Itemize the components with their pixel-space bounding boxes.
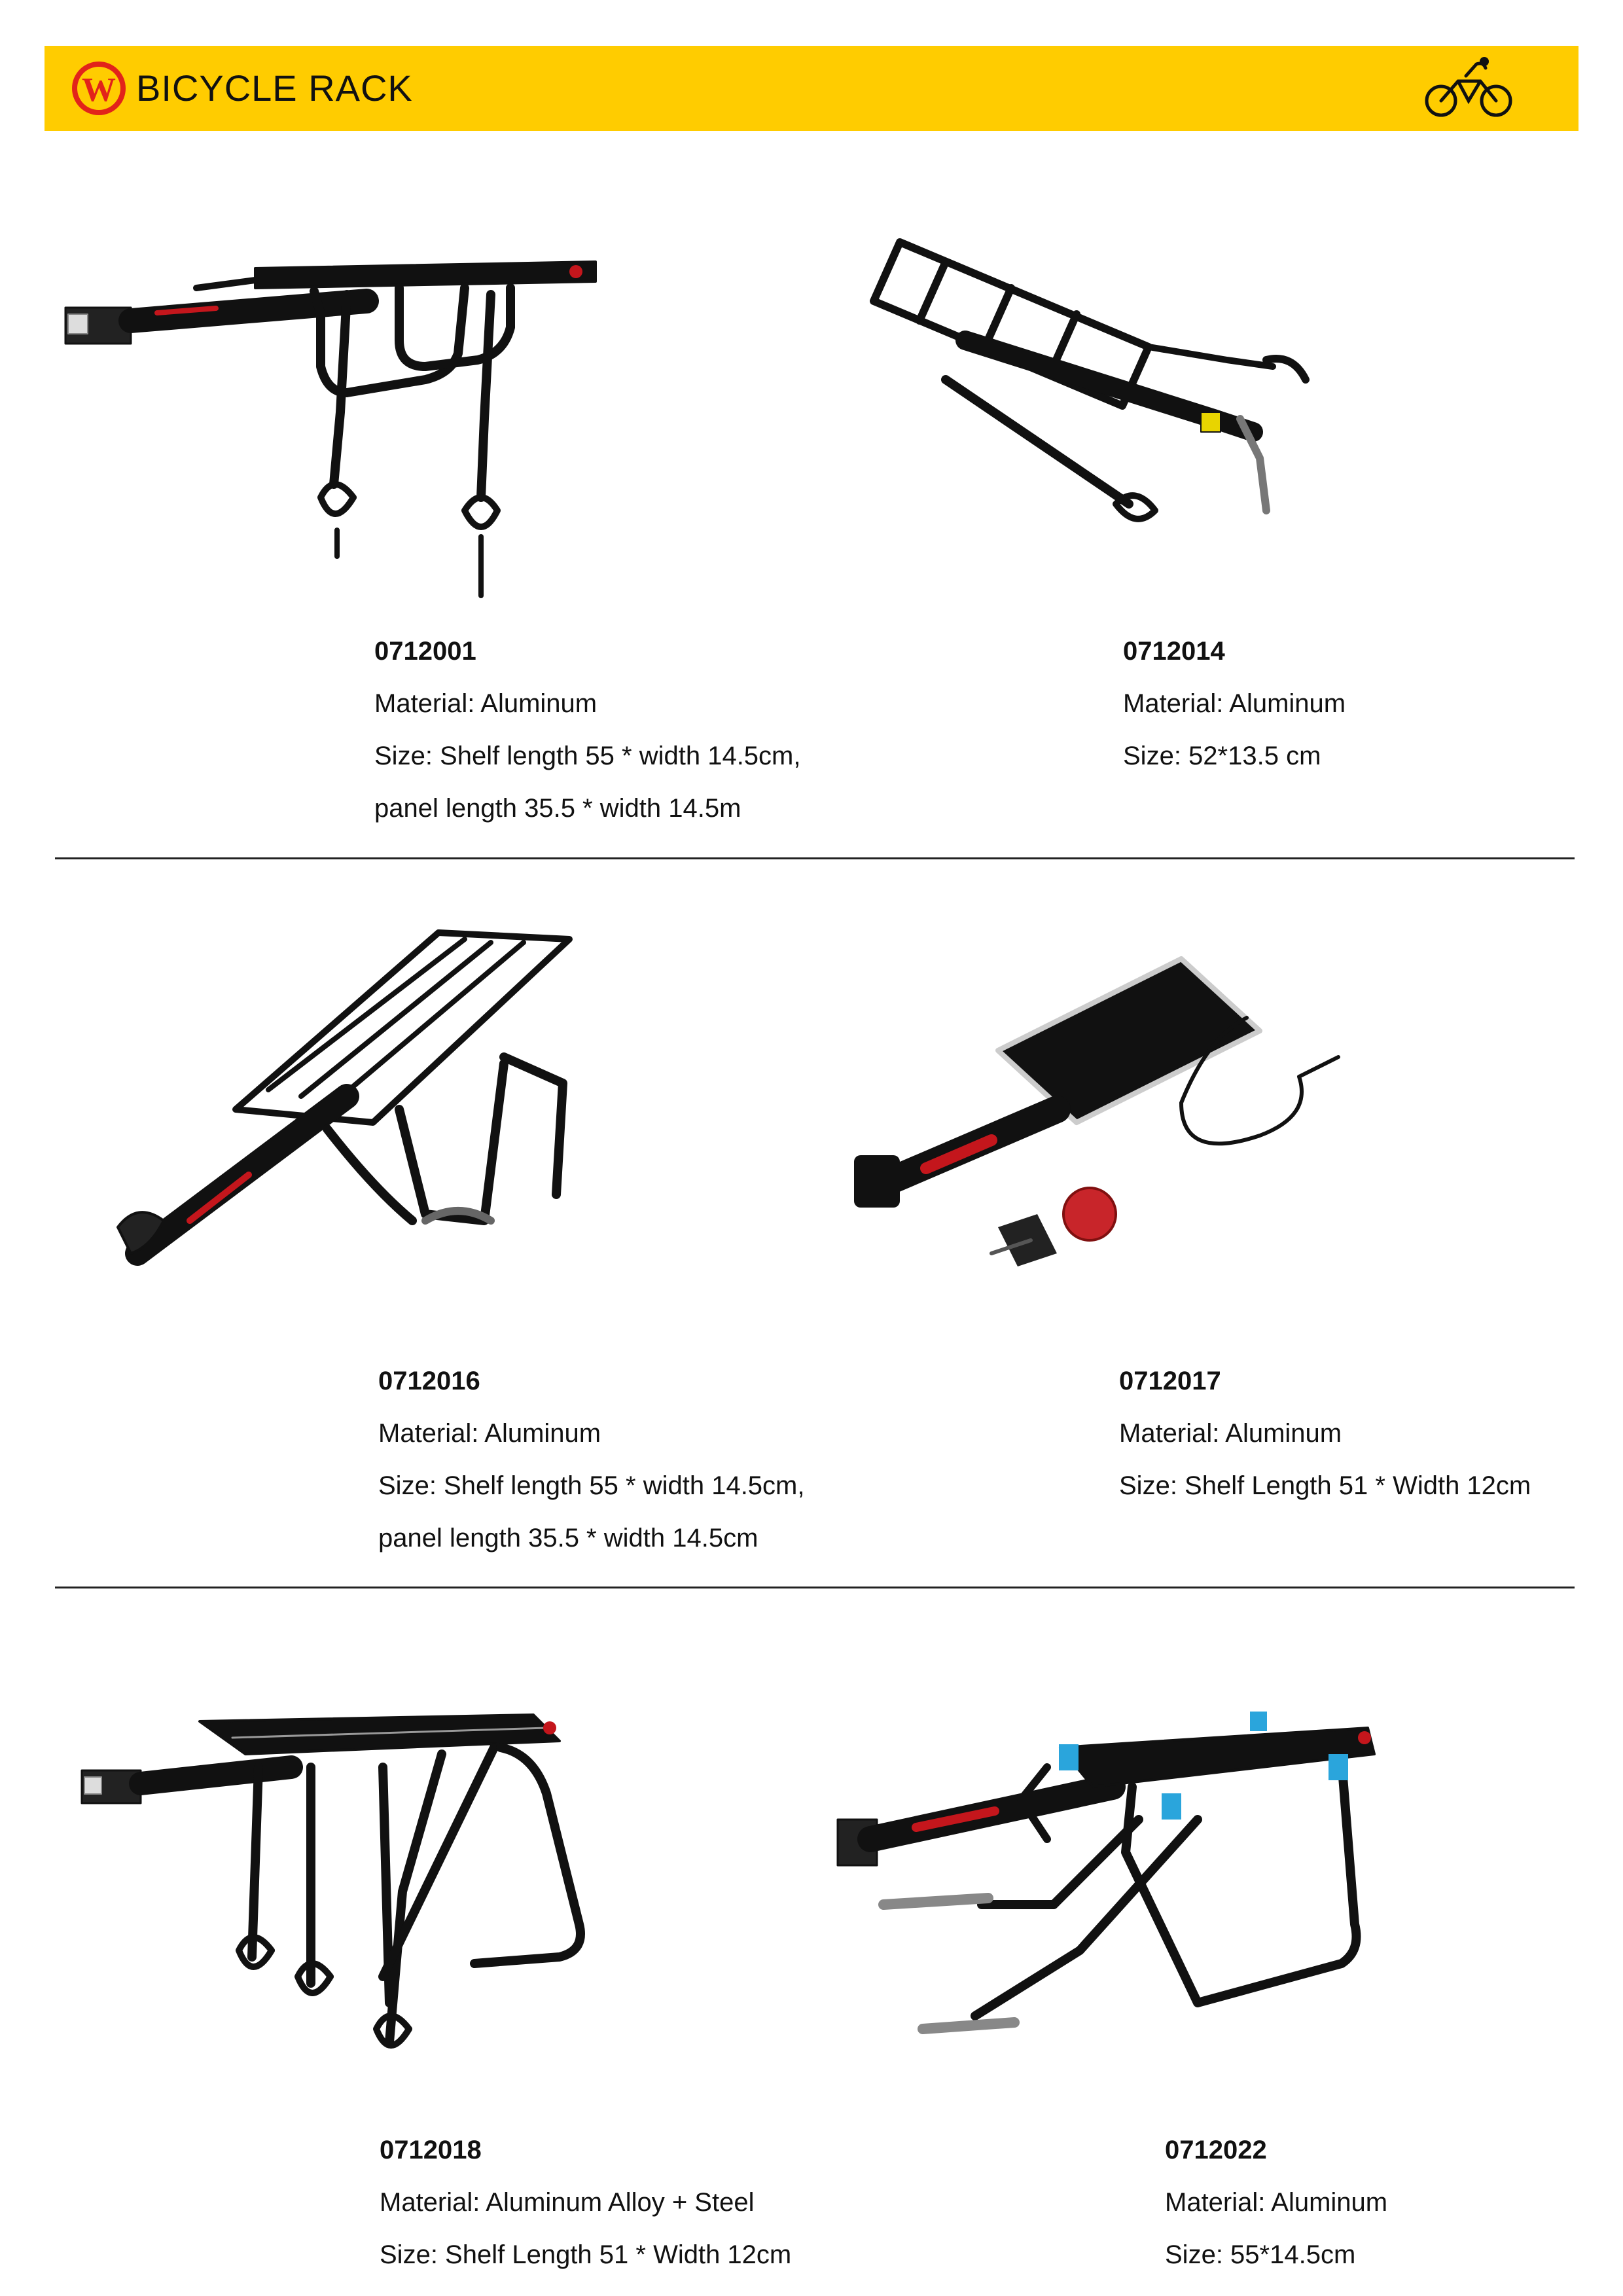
header-banner: W BICYCLE RACK	[45, 46, 1578, 131]
product-material: Material: Aluminum	[374, 689, 597, 718]
product-image-0712018	[75, 1676, 612, 2094]
svg-text:W: W	[82, 71, 116, 109]
product-size: Size: Shelf length 55 * width 14.5cm,	[374, 742, 801, 770]
product-size: Size: Shelf Length 51 * Width 12cm	[380, 2240, 792, 2269]
product-material: Material: Aluminum Alloy + Steel	[380, 2188, 755, 2217]
product-image-0712014	[847, 223, 1371, 589]
product-image-0712016	[98, 913, 582, 1293]
product-image-0712022	[831, 1689, 1394, 2094]
product-image-0712017	[841, 946, 1364, 1293]
product-code: 0712017	[1119, 1367, 1221, 1395]
product-info-0712018: 0712018 Material: Aluminum Alloy + Steel…	[380, 2124, 791, 2281]
brand-logo-icon: W	[72, 62, 126, 115]
product-info-0712022: 0712022 Material: Aluminum Size: 55*14.5…	[1165, 2124, 1387, 2281]
product-info-0712017: 0712017 Material: Aluminum Size: Shelf L…	[1119, 1355, 1531, 1512]
product-material: Material: Aluminum	[1123, 689, 1346, 718]
product-code: 0712014	[1123, 637, 1225, 666]
cyclist-icon	[1425, 57, 1512, 117]
product-size: Size: Shelf length 55 * width 14.5cm,	[378, 1471, 805, 1500]
product-size: Size: 55*14.5cm	[1165, 2240, 1356, 2269]
product-material: Material: Aluminum	[1165, 2188, 1388, 2217]
product-info-0712014: 0712014 Material: Aluminum Size: 52*13.5…	[1123, 625, 1346, 782]
product-size-line2: panel length 35.5 * width 14.5m	[374, 794, 741, 823]
product-image-0712001	[59, 223, 609, 609]
product-size: Size: 52*13.5 cm	[1123, 742, 1321, 770]
product-code: 0712018	[380, 2136, 482, 2164]
product-code: 0712016	[378, 1367, 480, 1395]
product-code: 0712001	[374, 637, 476, 666]
product-size: Size: Shelf Length 51 * Width 12cm	[1119, 1471, 1531, 1500]
product-info-0712016: 0712016 Material: Aluminum Size: Shelf l…	[378, 1355, 804, 1564]
page-title: BICYCLE RACK	[136, 67, 413, 109]
section-divider	[55, 1587, 1575, 1588]
product-code: 0712022	[1165, 2136, 1267, 2164]
section-divider	[55, 857, 1575, 859]
product-material: Material: Aluminum	[1119, 1419, 1342, 1448]
product-material: Material: Aluminum	[378, 1419, 601, 1448]
product-info-0712001: 0712001 Material: Aluminum Size: Shelf l…	[374, 625, 800, 834]
product-size-line2: panel length 35.5 * width 14.5cm	[378, 1524, 758, 1552]
